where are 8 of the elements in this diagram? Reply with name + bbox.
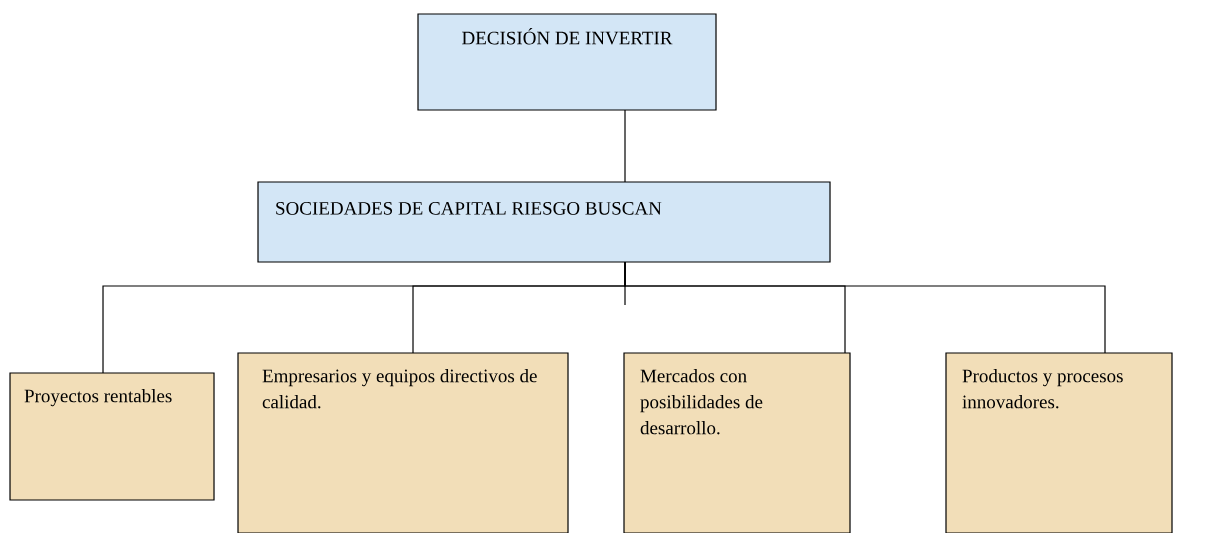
text-box: SOCIEDADES DE CAPITAL RIESGO BUSCAN [257, 181, 831, 263]
text-box: Empresarios y equipos directivos de calidad. [237, 352, 569, 533]
text-box: DECISIÓN DE INVERTIR [417, 13, 717, 111]
text-box: Productos y procesos innovadores. [945, 352, 1173, 533]
connector-line [624, 261, 1106, 354]
connector-line [624, 109, 626, 183]
text-box: Proyectos rentables [9, 372, 215, 501]
text-box: Mercados con posibilidades de desarrollo. [623, 352, 851, 533]
